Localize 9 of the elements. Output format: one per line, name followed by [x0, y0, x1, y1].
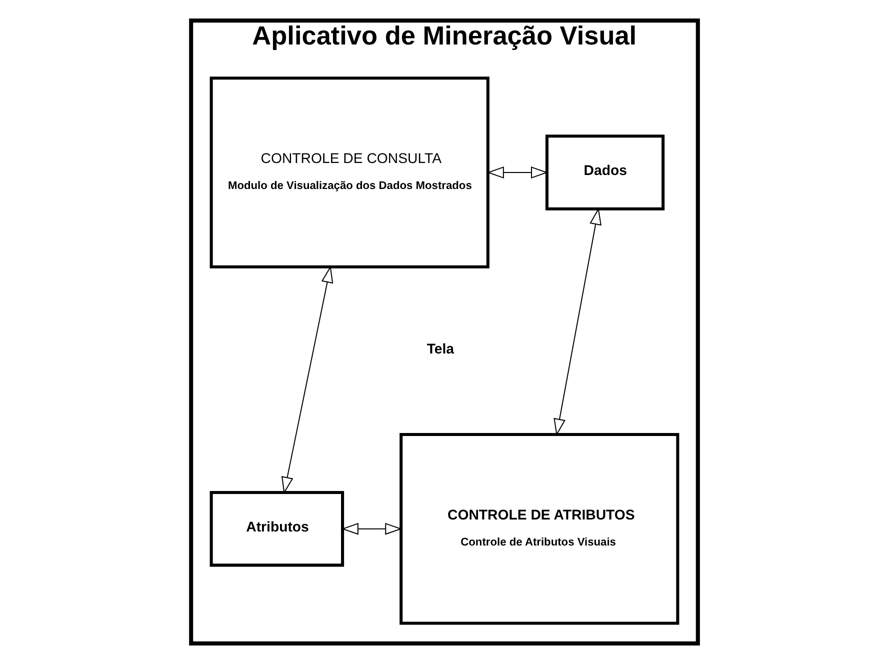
arrow: [554, 208, 602, 436]
node-box: Dados: [545, 134, 665, 210]
node-box: CONTROLE DE CONSULTA Modulo de Visualização dos Dados Mostrados: [210, 76, 490, 268]
label: Tela: [426, 340, 454, 356]
node-box: CONTROLE DE ATRIBUTOS Controle de Atributos Visuais: [400, 432, 680, 625]
node-box: Atributos: [210, 491, 344, 567]
arrow: [281, 266, 334, 494]
arrow: [341, 522, 402, 535]
arrow: [486, 166, 548, 179]
